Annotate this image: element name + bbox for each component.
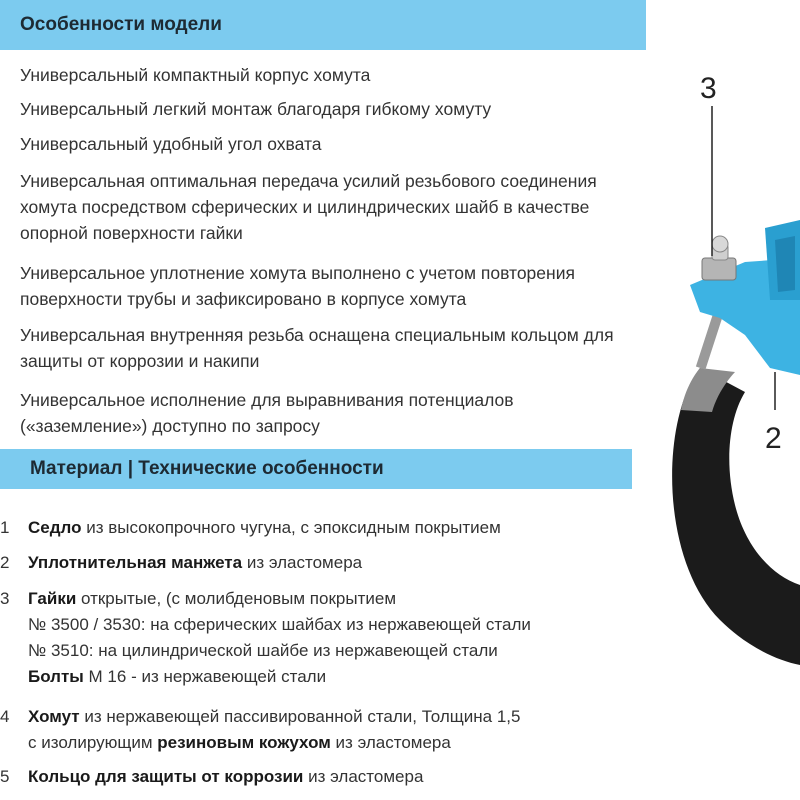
item-number: 4 <box>0 707 10 726</box>
item-number: 5 <box>0 767 10 786</box>
material-item: 1 Седло из высокопрочного чугуна, с эпок… <box>0 515 620 541</box>
feature-item: Универсальный легкий монтаж благодаря ги… <box>20 99 492 119</box>
feature-item: Универсальное уплотнение хомута выполнен… <box>20 263 575 309</box>
item-number: 1 <box>0 518 10 537</box>
item-number: 3 <box>0 589 10 608</box>
feature-item: Универсальная внутренняя резьба оснащена… <box>20 325 614 371</box>
callout-label-3: 3 <box>700 72 717 105</box>
callout-label-2: 2 <box>765 422 782 455</box>
rubber-band <box>672 368 800 665</box>
material-item: 3 Гайки открытые, (с молибденовым покрыт… <box>0 586 620 690</box>
item-number: 2 <box>0 553 10 572</box>
material-item: 2 Уплотнительная манжета из эластомера <box>0 550 620 576</box>
material-item: 4 Хомут из нержавеющей пассивированной с… <box>0 704 620 756</box>
section-title: Особенности модели <box>20 14 222 35</box>
feature-item: Универсальное исполнение для выравнивани… <box>20 390 514 436</box>
section-title: Материал | Технические особенности <box>30 458 384 479</box>
material-item: 5 Кольцо для защиты от коррозии из эласт… <box>0 764 620 790</box>
feature-item: Универсальный удобный угол охвата <box>20 134 322 154</box>
section-header-materials: Материал | Технические особенности <box>0 449 632 489</box>
nut <box>701 257 737 281</box>
feature-item: Универсальная оптимальная передача усили… <box>20 171 597 243</box>
section-header-features: Особенности модели <box>0 0 646 50</box>
feature-item: Универсальный компактный корпус хомута <box>20 65 371 85</box>
